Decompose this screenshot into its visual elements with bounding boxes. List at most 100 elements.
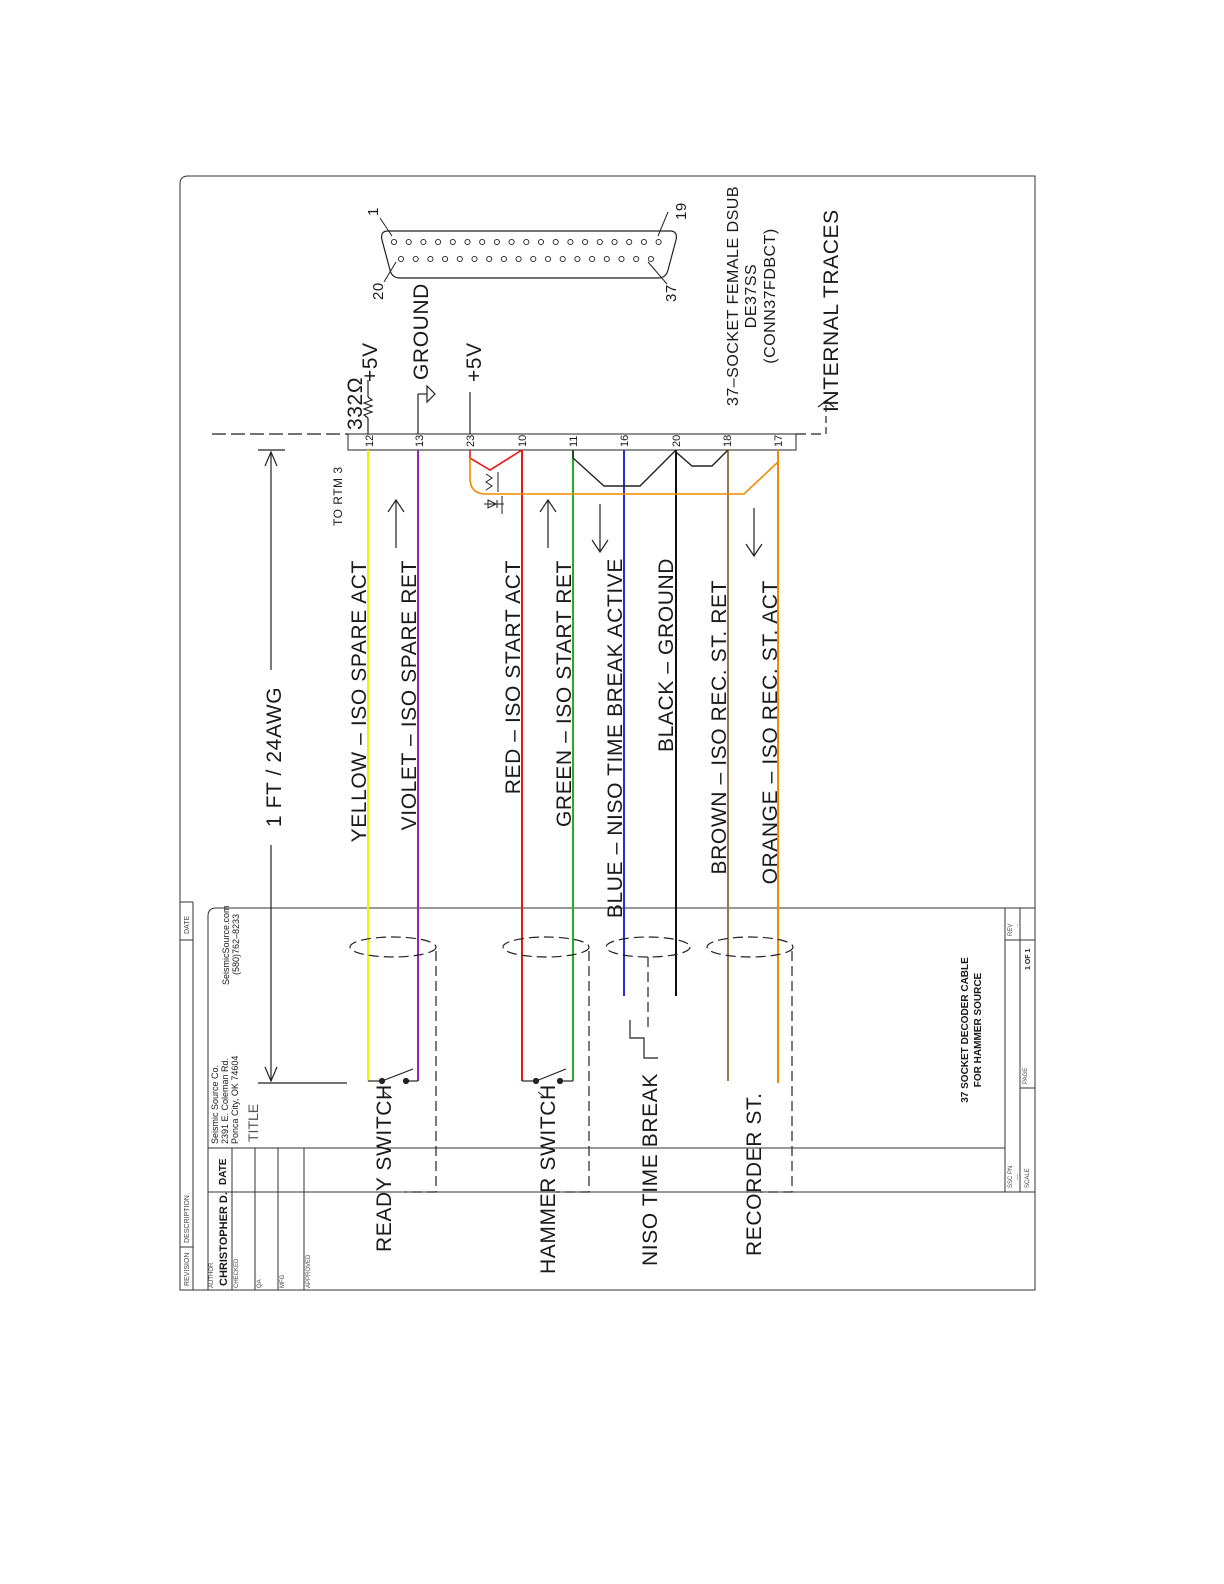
shield-ellipse [502,936,590,958]
rev-header: REV [1008,924,1014,936]
resistor-symbol [362,396,374,419]
revision-header: REVISION [184,1253,191,1286]
title-block-text: AUTHOR CHRISTOPHER D. DATE CHECKED QA MF… [209,905,1032,1288]
dsub-pin-hole [456,255,463,263]
page-value: 1 OF 1 [1025,948,1032,970]
rev-value: - [1015,924,1021,926]
dsub-pin-hole [515,255,522,263]
power-stubs [362,380,471,434]
author-date-header: DATE [218,1158,229,1185]
ground-symbol [426,384,436,404]
dsub-pin-hole [449,238,456,246]
title-block [207,907,1035,1290]
dsub-pin-hole [544,255,552,263]
wire-label-violet: VIOLET – ISO SPARE RET [398,560,421,830]
approved-header: APPROVED [306,1254,312,1288]
optocoupler-icon [484,472,504,514]
dsub-pin-hole [552,238,559,246]
dsub-pin-20: 20 [370,282,387,300]
wire-label-red: RED – ISO START ACT [502,560,525,794]
company-name: Seismic Source Co. [210,1065,220,1144]
wire-label-blue: BLUE – NISO TIME BREAK ACTIVE [604,558,627,918]
dsub-pin-hole [603,255,610,263]
author-header: AUTHOR [209,1262,215,1288]
arrow-icon [539,498,557,548]
dsub-pin-hole [611,238,618,246]
cable-shields [349,936,794,1193]
dsub-pin-hole [464,238,471,246]
dsub-pin-array [390,238,662,263]
jumpers [469,449,779,495]
wire-label-orange: ORANGE – ISO REC. ST. ACT [759,580,782,884]
dsub-connector: 1 19 20 37 37–SOCKET FEMALE DSUB DE37SS … [365,186,779,406]
company-city: Ponca City, OK 74604 [230,1056,240,1144]
dsub-pin-1: 1 [365,207,382,216]
pin-label: 11 [568,436,580,447]
pin-label: 18 [722,435,734,447]
revision-block: REVISION DESCRIPTION DATE [180,901,194,1290]
dsub-pin-hole [655,238,662,246]
pin-label: 23 [465,435,477,447]
mfg-header: MFG [280,1274,286,1288]
switches [368,1068,573,1085]
company-address: 2391 E. Coleman Rd. [220,1058,230,1144]
dsub-pin-hole [618,255,625,263]
dsub-pin-hole [647,255,654,263]
dsub-pin-hole [442,255,449,263]
plus5v-label-a: +5V [359,342,382,382]
dsub-pin-hole [405,238,412,246]
dsub-pin-hole [471,255,478,263]
dsub-pin-hole [523,238,530,246]
niso-time-break-label: NISO TIME BREAK [639,1073,662,1266]
dsub-pin-hole [582,238,589,246]
ready-switch-label: READY SWITCH [373,1084,396,1252]
connector-part-label: DE37SS [743,264,760,328]
length-dimension [258,449,347,1084]
resistor-value: 332Ω [344,377,367,430]
shield-ellipse [349,936,437,958]
recorder-st-label: RECORDER ST. [743,1092,766,1256]
pulse-icon [629,1020,658,1059]
dsub-pin-19: 19 [673,202,690,220]
shield-ellipse [706,936,794,958]
pin-label: 20 [671,435,683,447]
dsub-pin-hole [493,238,500,246]
plus5v-label-b: +5V [463,342,486,382]
connector-edge: INTERNAL TRACES [212,209,843,451]
dsub-pin-hole [633,255,640,263]
wire-labels: YELLOW – ISO SPARE ACT VIOLET – ISO SPAR… [348,558,782,918]
pin-label: 10 [517,435,529,447]
signal-arrows [387,498,763,558]
arrow-icon [591,504,609,554]
company-website: SeismicSource.com [221,905,231,985]
dsub-pin-hole [640,238,647,246]
dsub-pin-hole [435,238,442,246]
drawing-title-line1: 37 SOCKET DECODER CABLE [960,957,971,1103]
drawing-title-line2: FOR HAMMER SOURCE [973,972,984,1087]
page-header: PAGE [1023,1068,1029,1084]
to-rtm-label: TO RTM 3 [331,466,345,526]
qa-header: QA [257,1279,263,1288]
dsub-pin-hole [500,255,507,263]
dsub-pin-37: 37 [663,284,680,302]
wire-label-brown: BROWN – ISO REC. ST. RET [708,580,731,874]
dsub-pin-hole [530,255,537,263]
wire-label-green: GREEN – ISO START RET [553,560,576,827]
internal-traces-label: INTERNAL TRACES [820,209,843,412]
dsub-pin-hole [397,255,405,263]
dsub-pin-hole [486,255,493,263]
length-label: 1 FT / 24AWG [263,687,286,827]
connector-type-label: 37–SOCKET FEMALE DSUB [725,186,742,406]
wire-label-yellow: YELLOW – ISO SPARE ACT [348,560,371,842]
dsub-pin-hole [626,238,633,246]
pin-label: 16 [619,435,631,447]
connector-mfr-label: (CONN37FDBCT) [762,228,779,363]
dsub-pin-hole [390,238,398,246]
switch-labels: READY SWITCH HAMMER SWITCH NISO TIME BRE… [373,1073,766,1274]
checked-header: CHECKED [234,1258,240,1288]
description-header: DESCRIPTION [184,1195,191,1243]
connector-pins: 12 13 23 10 11 16 20 18 17 [364,435,785,447]
dsub-pin-hole [567,238,574,246]
dsub-pin-hole [574,255,581,263]
dsub-pin-hole [420,238,427,246]
